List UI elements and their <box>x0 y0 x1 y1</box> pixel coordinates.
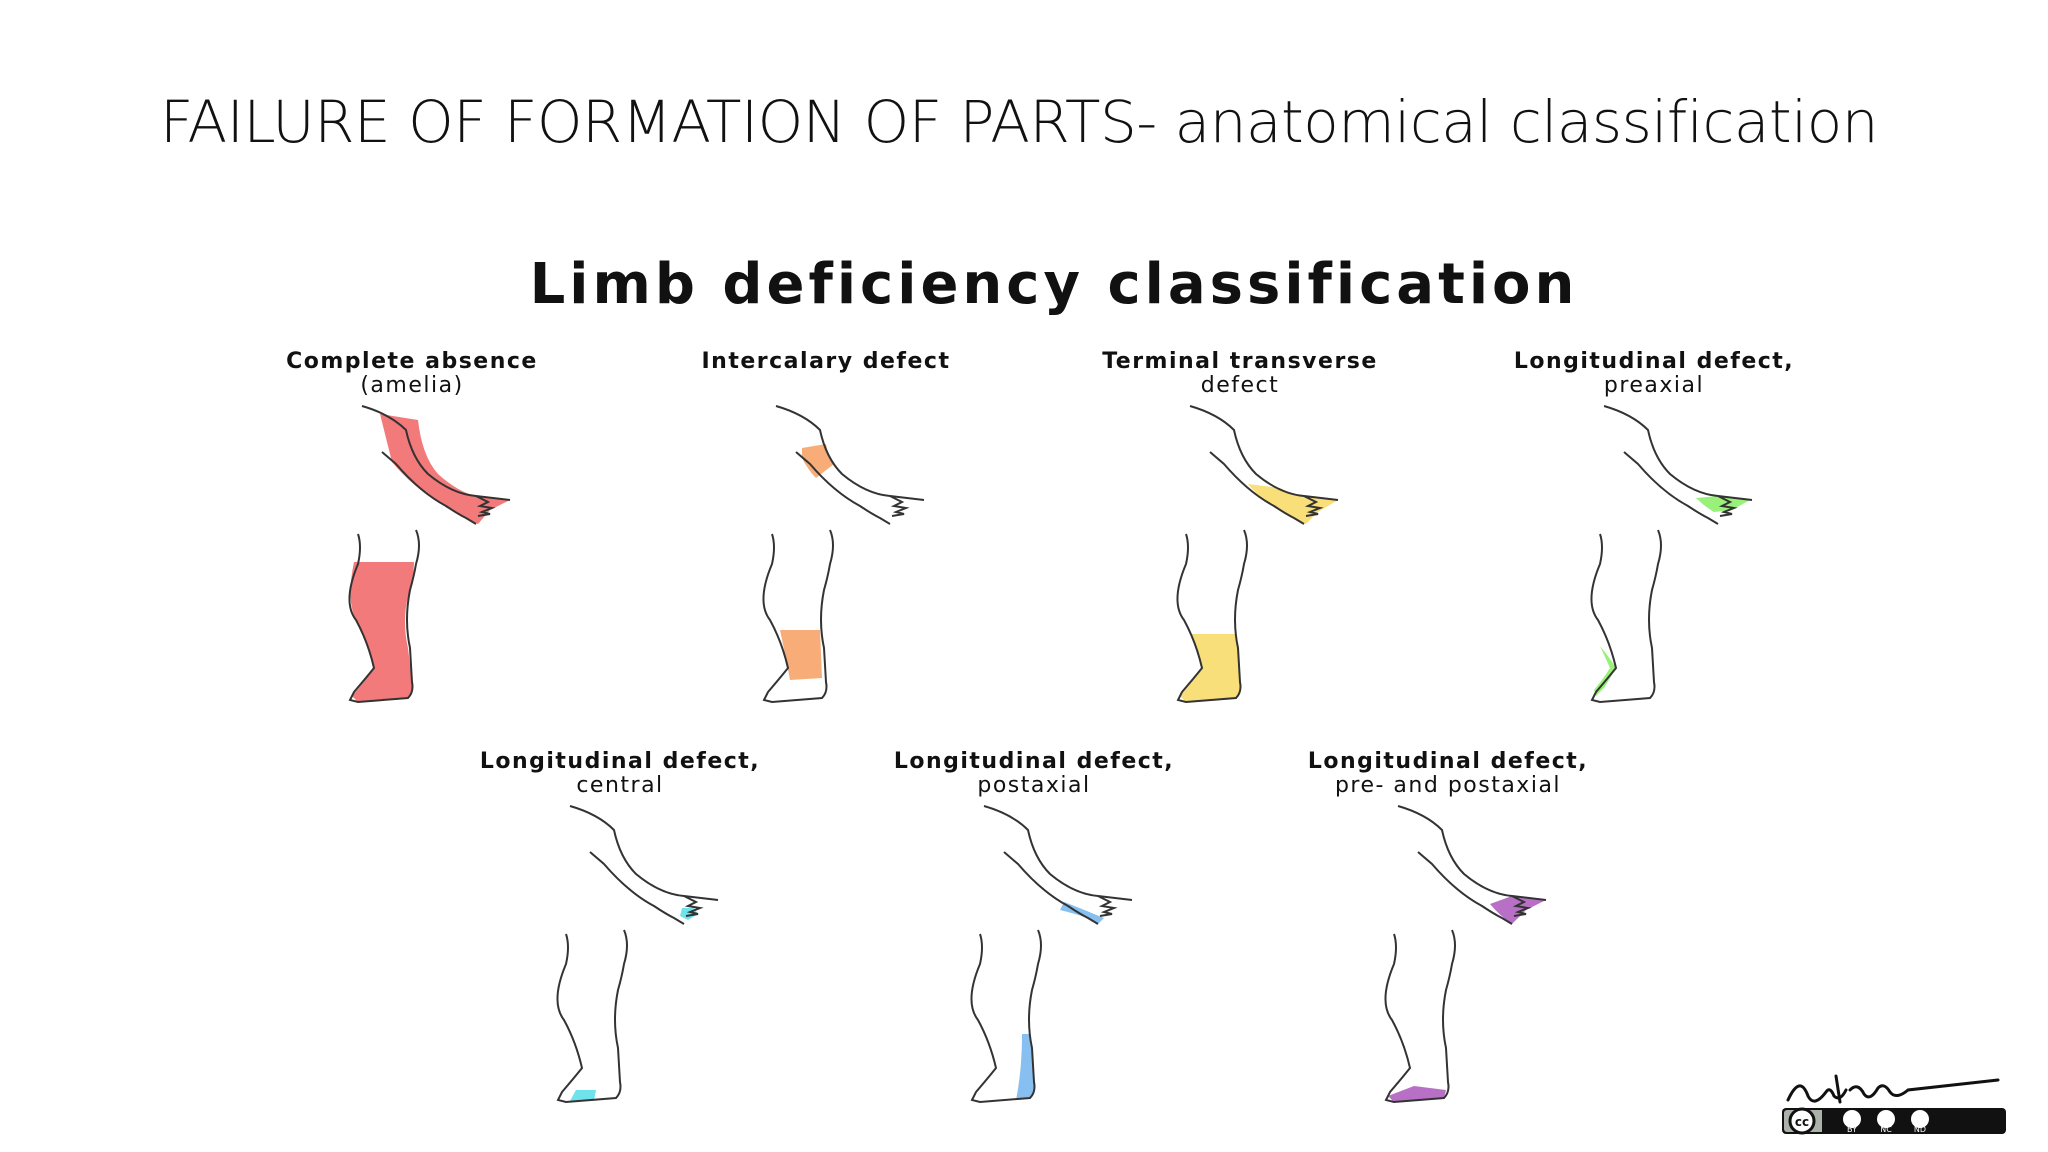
author-signature-and-license-badge: cc BY NC ND <box>1778 1056 2018 1141</box>
license-badge-label: BY <box>1847 1125 1857 1134</box>
panel-label: Longitudinal defect,preaxial <box>1464 350 1844 398</box>
arm-illustration <box>775 405 925 525</box>
arm-defect-highlight <box>1490 896 1546 924</box>
leg-defect-highlight <box>570 1090 596 1101</box>
panel-label-line1: Complete absence <box>286 349 538 374</box>
panel-label: Longitudinal defect,central <box>430 750 810 798</box>
leg-illustration <box>970 929 1042 1104</box>
leg-defect-highlight <box>1594 646 1616 696</box>
license-badge-label: ND <box>1914 1125 1926 1134</box>
panel-label: Longitudinal defect,pre- and postaxial <box>1258 750 1638 798</box>
panel-label-line1: Longitudinal defect, <box>479 749 761 774</box>
panel-label-line2: postaxial <box>977 773 1091 798</box>
leg-outline <box>970 929 1042 1104</box>
panel-label-line2: preaxial <box>1603 373 1705 398</box>
leg-defect-highlight <box>780 630 822 680</box>
leg-illustration <box>1384 929 1456 1104</box>
arm-outline <box>983 805 1133 925</box>
leg-illustration <box>556 929 628 1104</box>
panel-label: Complete absence(amelia) <box>222 350 602 398</box>
leg-defect-highlight <box>350 562 414 702</box>
leg-outline <box>556 929 628 1104</box>
leg-illustration <box>1176 529 1248 704</box>
leg-outline <box>1384 929 1456 1104</box>
panel-label-line1: Longitudinal defect, <box>1513 349 1795 374</box>
leg-illustration <box>762 529 834 704</box>
arm-outline <box>1603 405 1753 525</box>
leg-outline <box>348 529 420 704</box>
cc-license-icon: cc <box>1782 1107 2006 1135</box>
arm-outline <box>1189 405 1339 525</box>
arm-illustration <box>1397 805 1547 925</box>
panel-label-line2: central <box>576 773 664 798</box>
slide-title: FAILURE OF FORMATION OF PARTS- anatomica… <box>160 88 1878 156</box>
author-signature <box>1786 1074 2000 1104</box>
arm-illustration <box>983 805 1133 925</box>
panel-label: Longitudinal defect,postaxial <box>844 750 1224 798</box>
arm-illustration <box>361 405 511 525</box>
panel-label-line2: defect <box>1200 373 1280 398</box>
panel-label-line1: Terminal transverse <box>1102 349 1378 374</box>
leg-defect-highlight <box>1016 1034 1035 1100</box>
leg-outline <box>1176 529 1248 704</box>
license-badge-label: NC <box>1880 1125 1892 1134</box>
arm-illustration <box>1189 405 1339 525</box>
arm-outline <box>361 405 511 525</box>
leg-defect-highlight <box>1180 634 1241 702</box>
panel-label-line1: Longitudinal defect, <box>1307 749 1589 774</box>
arm-illustration <box>1603 405 1753 525</box>
figure-title: Limb deficiency classification <box>529 252 1579 317</box>
panel-label: Intercalary defect <box>636 350 1016 374</box>
arm-illustration <box>569 805 719 925</box>
leg-illustration <box>1590 529 1662 704</box>
leg-outline <box>1590 529 1662 704</box>
svg-text:cc: cc <box>1795 1115 1809 1129</box>
leg-illustration <box>348 529 420 704</box>
arm-defect-highlight <box>802 444 834 478</box>
arm-outline <box>1397 805 1547 925</box>
panel-label-line1: Longitudinal defect, <box>893 749 1175 774</box>
arm-outline <box>775 405 925 525</box>
panel-label-line1: Intercalary defect <box>701 349 951 374</box>
leg-outline <box>762 529 834 704</box>
panel-label-line2: (amelia) <box>360 373 464 398</box>
arm-defect-highlight <box>1696 496 1750 512</box>
arm-outline <box>569 805 719 925</box>
panel-label-line2: pre- and postaxial <box>1334 773 1562 798</box>
